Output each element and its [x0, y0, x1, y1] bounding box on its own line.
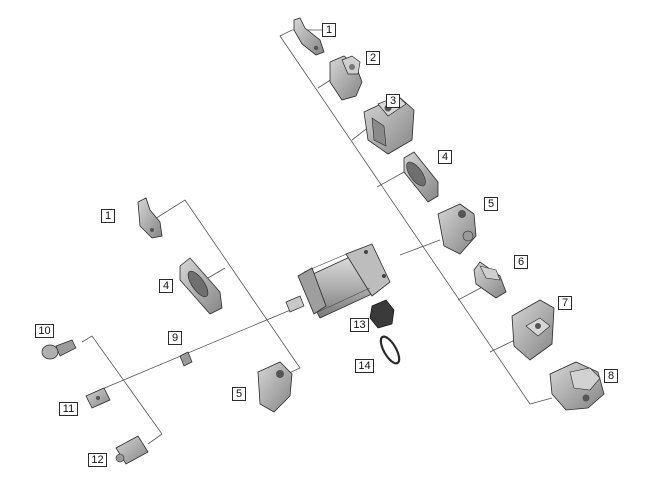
- callout-right-5: 5: [484, 197, 498, 211]
- part-4-right-ring-flange: [403, 151, 439, 203]
- part-9-nut: [179, 351, 193, 367]
- callout-right-3: 3: [386, 94, 400, 108]
- callout-right-8: 8: [604, 369, 618, 383]
- pneumatic-cylinder: [285, 243, 391, 319]
- callout-right-6: 6: [514, 255, 528, 269]
- part-5-left-trunnion-bracket: [257, 361, 293, 413]
- part-10-rod-eye: [41, 339, 77, 360]
- callout-center-13: 13: [350, 318, 369, 332]
- callout-right-4: 4: [438, 150, 452, 164]
- callout-left-11: 11: [59, 402, 78, 416]
- callout-left-4: 4: [159, 279, 173, 293]
- part-12-floating-joint: [115, 435, 149, 465]
- part-1-left-bracket: [137, 197, 163, 239]
- part-5-right-trunnion-bracket: [437, 203, 477, 255]
- part-4-left-ring-flange: [179, 257, 223, 315]
- part-11-rod-clevis: [85, 387, 111, 409]
- part-14-ring: [379, 335, 401, 365]
- callout-left-9: 9: [168, 331, 182, 345]
- part-6-right-triangular-bracket: [473, 261, 507, 299]
- callout-right-7: 7: [558, 296, 572, 310]
- callout-right-2: 2: [366, 51, 380, 65]
- callout-center-14: 14: [355, 359, 374, 373]
- part-1-right-bracket: [293, 17, 325, 56]
- part-13-sensor: [369, 299, 395, 329]
- part-7-right-clevis-block: [511, 299, 555, 361]
- callout-right-1: 1: [322, 23, 336, 37]
- callout-left-1: 1: [101, 209, 115, 223]
- part-8-right-swivel-clevis: [549, 361, 605, 411]
- callout-left-10: 10: [35, 324, 54, 338]
- callout-left-5: 5: [232, 387, 246, 401]
- part-2-right-pivot-bracket: [329, 55, 363, 101]
- callout-left-12: 12: [88, 453, 107, 467]
